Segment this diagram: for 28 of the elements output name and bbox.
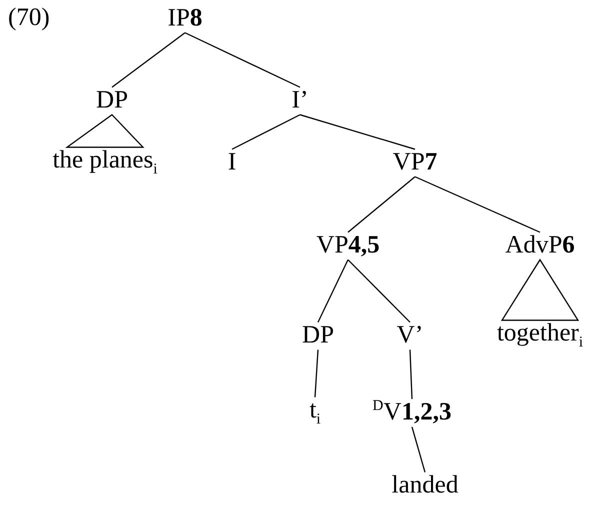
branch-line <box>409 350 413 400</box>
branch-line <box>112 32 186 88</box>
tree-node-label: the planes$_{i}$ <box>52 146 158 178</box>
branch-line <box>232 114 300 150</box>
example-number: (70) <box>8 4 50 32</box>
branch-line <box>348 259 410 323</box>
tree-node-label: V’ <box>396 321 424 349</box>
tree-node-label: IP8 <box>168 4 202 32</box>
tree-node-label: $^{D}$V1,2,3 <box>372 398 452 426</box>
tree-node-label: I <box>228 148 236 176</box>
tree-node-label: landed <box>392 471 458 499</box>
branch-line <box>317 259 349 323</box>
tree-node-label: DP <box>96 86 128 114</box>
triangle-branch <box>500 258 580 321</box>
branch-line <box>414 176 540 233</box>
tree-node-label: AdvP6 <box>505 231 575 259</box>
branch-line <box>300 114 416 150</box>
tree-node-label: I’ <box>292 86 308 114</box>
tree-node-label: together$_{i}$ <box>496 319 584 351</box>
tree-node-label: VP7 <box>392 148 438 176</box>
branch-line <box>348 176 416 233</box>
branch-line <box>411 426 426 472</box>
tree-node-label: DP <box>302 321 334 349</box>
branch-line <box>314 350 319 398</box>
branch-line <box>184 32 300 88</box>
tree-node-label: VP4,5 <box>316 231 380 259</box>
triangle-branch <box>65 114 144 148</box>
tree-node-label: t$_{i}$ <box>309 396 321 428</box>
